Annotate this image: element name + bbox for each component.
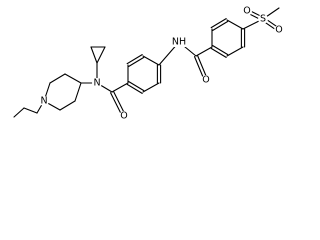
bond-line <box>210 47 227 58</box>
bond-line <box>212 45 229 56</box>
bond-line <box>59 100 76 111</box>
bond-line <box>23 107 38 114</box>
atom-nh-amide-label: NH <box>172 37 186 48</box>
atom-labels: N N O NH O S O O <box>39 6 284 122</box>
atom-o-sulfonyl-2-label: O <box>275 25 282 36</box>
bond-line <box>13 107 25 118</box>
atom-o-amide2: O <box>201 75 211 86</box>
atom-o-sulfonyl-1: O <box>242 6 252 17</box>
atom-n-piperidine: N <box>39 96 49 107</box>
atom-o-amide2-label: O <box>202 75 209 86</box>
atom-s-sulfonyl: S <box>258 14 268 25</box>
bond-line <box>210 18 227 29</box>
bond-line <box>126 54 143 65</box>
bond-line <box>126 83 143 94</box>
atom-n-piperidine-label: N <box>40 96 47 107</box>
bond-line <box>96 46 106 64</box>
bond-line <box>128 56 145 67</box>
bond-line <box>226 46 244 57</box>
bond-line <box>142 55 160 66</box>
bond-line <box>128 81 145 92</box>
bond-line <box>212 20 229 31</box>
atom-o-amide1: O <box>119 111 129 122</box>
bond-line <box>111 82 129 93</box>
bond-lines <box>13 7 281 118</box>
bond-line <box>64 73 82 84</box>
bond-line <box>142 82 160 93</box>
atom-nh-amide: NH <box>172 37 186 48</box>
atom-n-amide: N <box>92 78 102 89</box>
atom-s-sulfonyl-label: S <box>260 14 266 25</box>
bond-line <box>49 73 66 84</box>
bond-line <box>74 82 82 102</box>
bond-line <box>195 46 213 57</box>
molecule-structure: N N O NH O S O O <box>13 6 284 122</box>
bond-line <box>90 46 98 64</box>
bond-line <box>226 19 244 30</box>
atom-o-amide1-label: O <box>120 111 127 122</box>
atom-o-sulfonyl-2: O <box>274 25 284 36</box>
atom-n-amide-label: N <box>93 78 100 89</box>
atom-o-sulfonyl-1-label: O <box>243 6 250 17</box>
